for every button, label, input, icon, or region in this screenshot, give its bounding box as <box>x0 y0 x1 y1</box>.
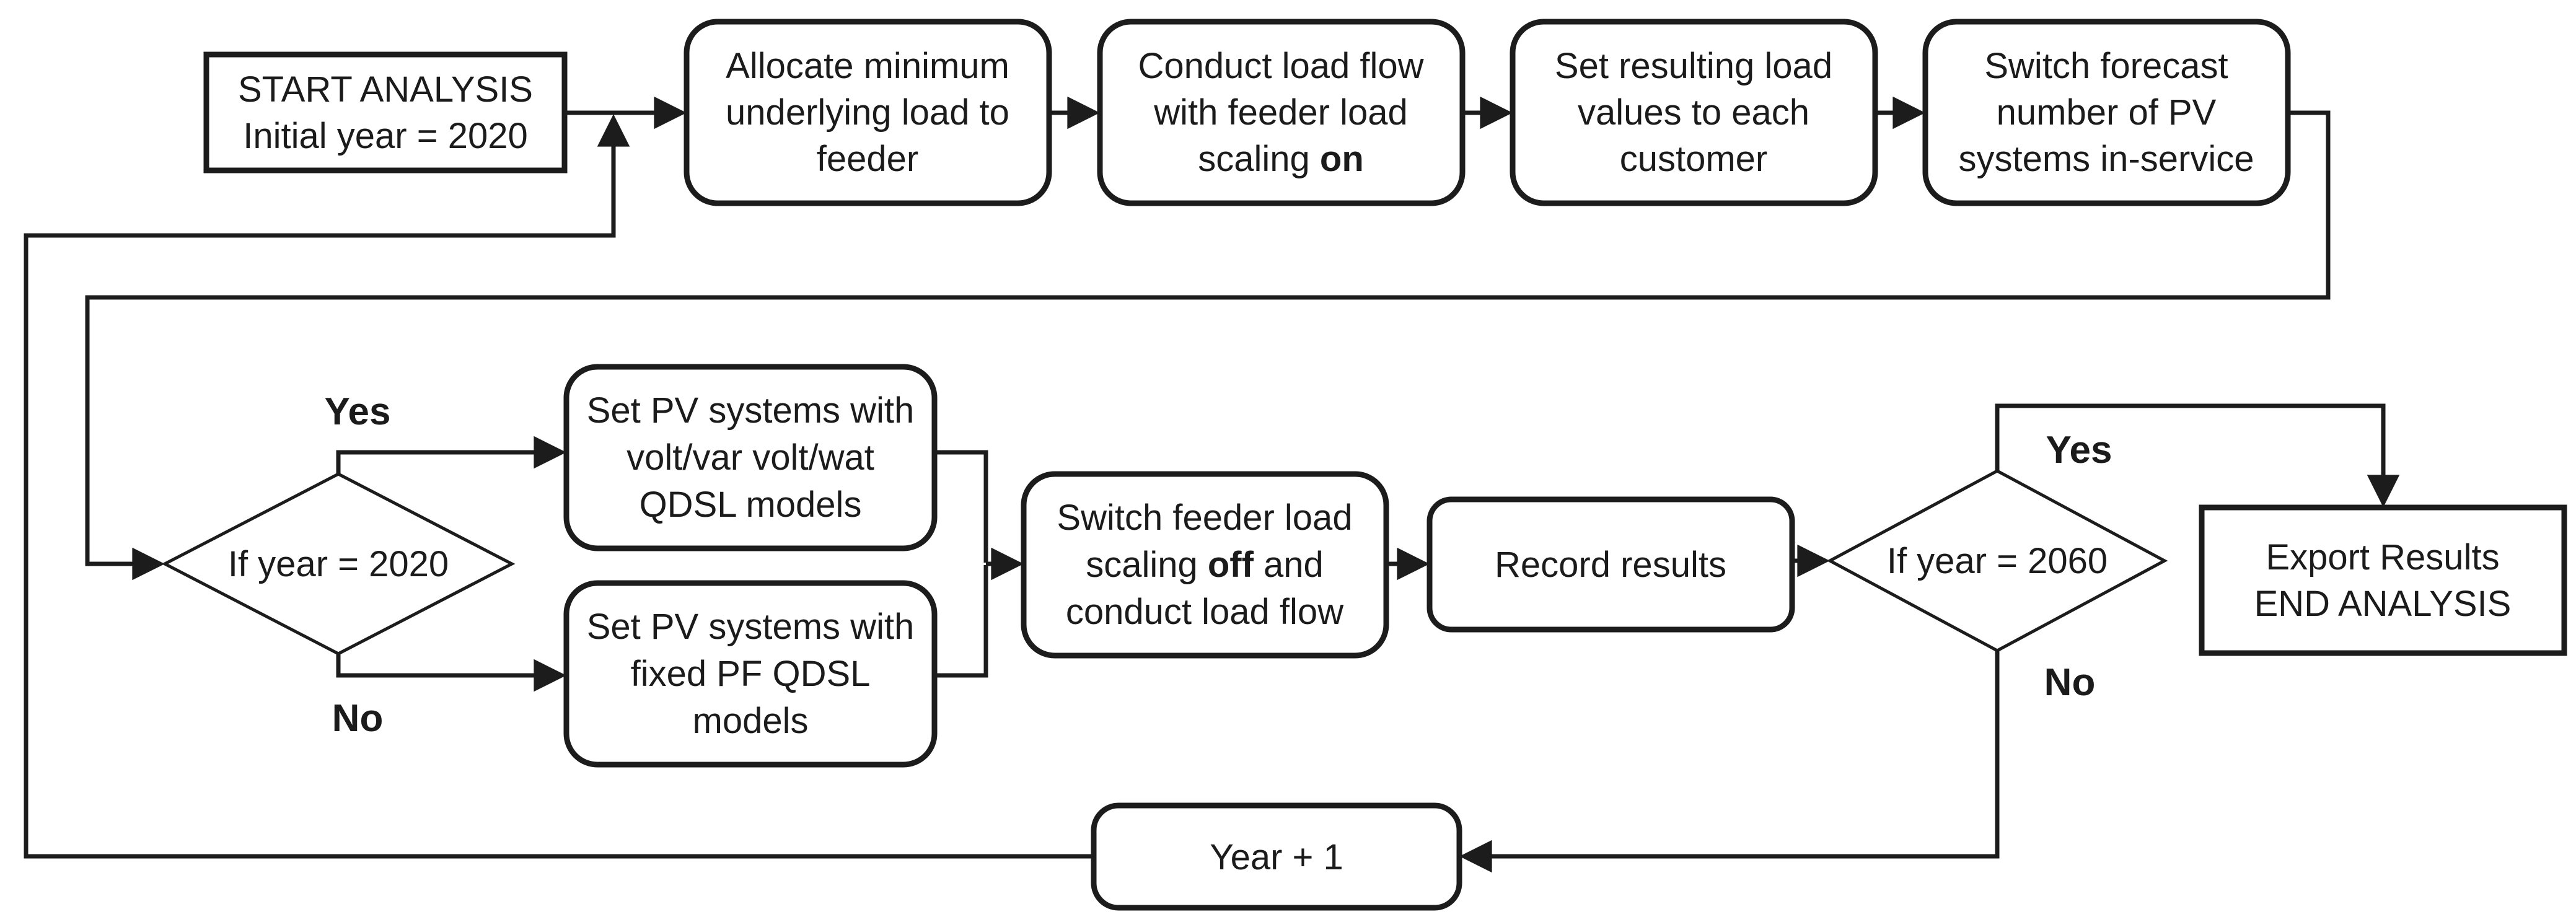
node-set-load-line-2: values to each <box>1578 92 1809 133</box>
edge-label-no-2020: No <box>332 697 384 740</box>
node-load-flow-on-shape <box>1097 19 1466 206</box>
node-volt-var-line-1: Set PV systems with <box>587 390 915 431</box>
node-scaling-off: Switch feeder load scaling off and condu… <box>1021 471 1389 659</box>
node-if-2060-shape <box>1826 469 2168 652</box>
node-allocate-shape <box>684 19 1052 206</box>
node-if-2060: If year = 2060 <box>1826 469 2168 652</box>
node-year-plus-shape <box>1091 802 1462 911</box>
node-load-flow-on-line-1: Conduct load flow <box>1138 46 1424 86</box>
node-volt-var: Set PV systems with volt/var volt/wat QD… <box>563 364 938 551</box>
node-scaling-off-line-2: scaling off and <box>1086 545 1324 585</box>
node-set-load-shape <box>1510 19 1878 206</box>
node-volt-var-shape <box>563 364 938 551</box>
node-year-plus: Year + 1 <box>1091 802 1462 911</box>
node-load-flow-on-line-3: scaling on <box>1198 139 1364 179</box>
node-switch-pv-shape <box>1922 19 2291 206</box>
node-fixed-pf-line-3: models <box>693 701 809 741</box>
node-set-load-line-1: Set resulting load <box>1555 46 1832 86</box>
node-start-line-1: START ANALYSIS <box>238 69 533 110</box>
node-export-line-2: END ANALYSIS <box>2254 584 2512 624</box>
node-fixed-pf-line-2: fixed PF QDSL <box>631 654 871 694</box>
node-fixed-pf: Set PV systems with fixed PF QDSL models <box>563 580 938 768</box>
edge-label-yes-2020: Yes <box>325 390 391 433</box>
node-export-line-1: Export Results <box>2266 537 2499 577</box>
node-if-2020-label: If year = 2020 <box>228 544 449 584</box>
node-volt-var-line-3: QDSL models <box>640 485 862 525</box>
node-allocate-line-3: feeder <box>817 139 918 179</box>
edge-if-2060-yes-to-export <box>1995 403 2400 507</box>
node-start: START ANALYSIS Initial year = 2020 <box>203 51 568 173</box>
node-allocate-line-2: underlying load to <box>726 92 1009 133</box>
node-if-2020: If year = 2020 <box>161 472 516 656</box>
node-allocate: Allocate minimum underlying load to feed… <box>684 19 1052 206</box>
node-switch-pv-line-3: systems in-service <box>1959 139 2254 179</box>
edge-if-2020-yes-to-volt-var <box>336 436 566 474</box>
node-fixed-pf-line-1: Set PV systems with <box>587 607 915 647</box>
edges <box>24 96 2400 873</box>
edge-fixed-pf-merge <box>934 565 988 678</box>
node-fixed-pf-shape <box>563 580 938 768</box>
edge-year-plus-loopback <box>24 114 1094 859</box>
node-export-shape <box>2199 504 2567 656</box>
node-set-load: Set resulting load values to each custom… <box>1510 19 1878 206</box>
node-if-2060-label: If year = 2060 <box>1887 541 2108 581</box>
edge-if-2020-no-to-fixed-pf <box>336 654 566 692</box>
node-start-line-2: Initial year = 2020 <box>243 116 527 156</box>
edge-switch-pv-to-if-2020 <box>85 110 2331 581</box>
node-switch-pv-line-1: Switch forecast <box>1984 46 2228 86</box>
node-if-2020-shape <box>161 472 516 656</box>
node-load-flow-on-line-2: with feeder load <box>1153 92 1407 133</box>
node-scaling-off-line-1: Switch feeder load <box>1057 498 1352 538</box>
node-allocate-line-1: Allocate minimum <box>726 46 1009 86</box>
node-year-plus-label: Year + 1 <box>1210 837 1343 877</box>
edge-volt-var-merge <box>934 450 988 563</box>
node-load-flow-on: Conduct load flow with feeder load scali… <box>1097 19 1466 206</box>
edge-label-yes-2060: Yes <box>2046 429 2112 472</box>
edge-if-2060-no-to-year-plus <box>1459 651 2000 873</box>
node-volt-var-line-2: volt/var volt/wat <box>626 437 874 478</box>
node-switch-pv-line-2: number of PV <box>1997 92 2217 133</box>
node-record-shape <box>1426 496 1795 633</box>
node-record-label: Record results <box>1495 545 1726 585</box>
node-export: Export Results END ANALYSIS <box>2199 504 2567 656</box>
node-scaling-off-shape <box>1021 471 1389 659</box>
node-scaling-off-line-3: conduct load flow <box>1066 592 1344 632</box>
edge-label-no-2060: No <box>2044 661 2096 704</box>
node-start-shape <box>203 51 568 173</box>
node-record: Record results <box>1426 496 1795 633</box>
node-switch-pv: Switch forecast number of PV systems in-… <box>1922 19 2291 206</box>
node-set-load-line-3: customer <box>1620 139 1768 179</box>
